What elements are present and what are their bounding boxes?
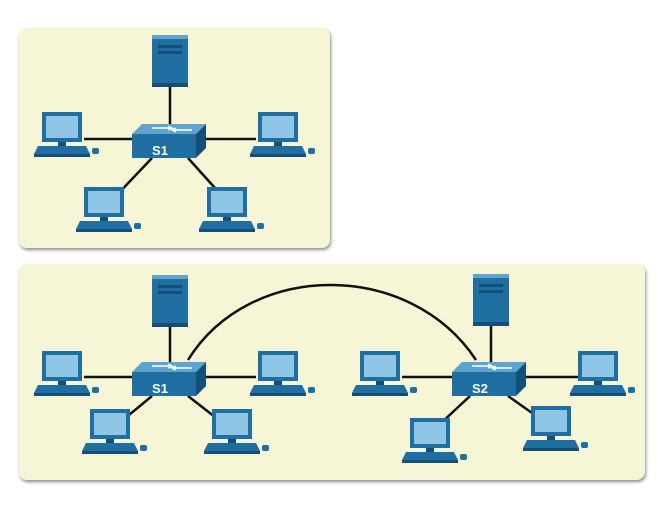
pc-icon bbox=[570, 351, 635, 396]
server-icon bbox=[152, 35, 188, 87]
pc-icon bbox=[199, 187, 264, 232]
pc-icon bbox=[402, 418, 467, 463]
pc-icon bbox=[34, 351, 99, 396]
pc-icon bbox=[250, 351, 315, 396]
switch-label-s1: S1 bbox=[152, 381, 168, 396]
pc-icon bbox=[352, 351, 417, 396]
pc-icon bbox=[250, 112, 315, 157]
switch-icon bbox=[131, 123, 207, 159]
switch-label-s2: S2 bbox=[472, 381, 488, 396]
server-icon bbox=[152, 275, 188, 327]
switch-icon bbox=[131, 361, 207, 397]
server-icon bbox=[473, 274, 509, 326]
pc-icon bbox=[76, 187, 141, 232]
pc-icon bbox=[34, 112, 99, 157]
pc-icon bbox=[82, 409, 147, 454]
inter-switch-link bbox=[186, 283, 478, 361]
switch-label: S1 bbox=[152, 143, 168, 158]
pc-icon bbox=[204, 409, 269, 454]
pc-icon bbox=[523, 406, 588, 451]
switch-icon bbox=[451, 361, 527, 397]
links-bottom bbox=[84, 283, 578, 425]
